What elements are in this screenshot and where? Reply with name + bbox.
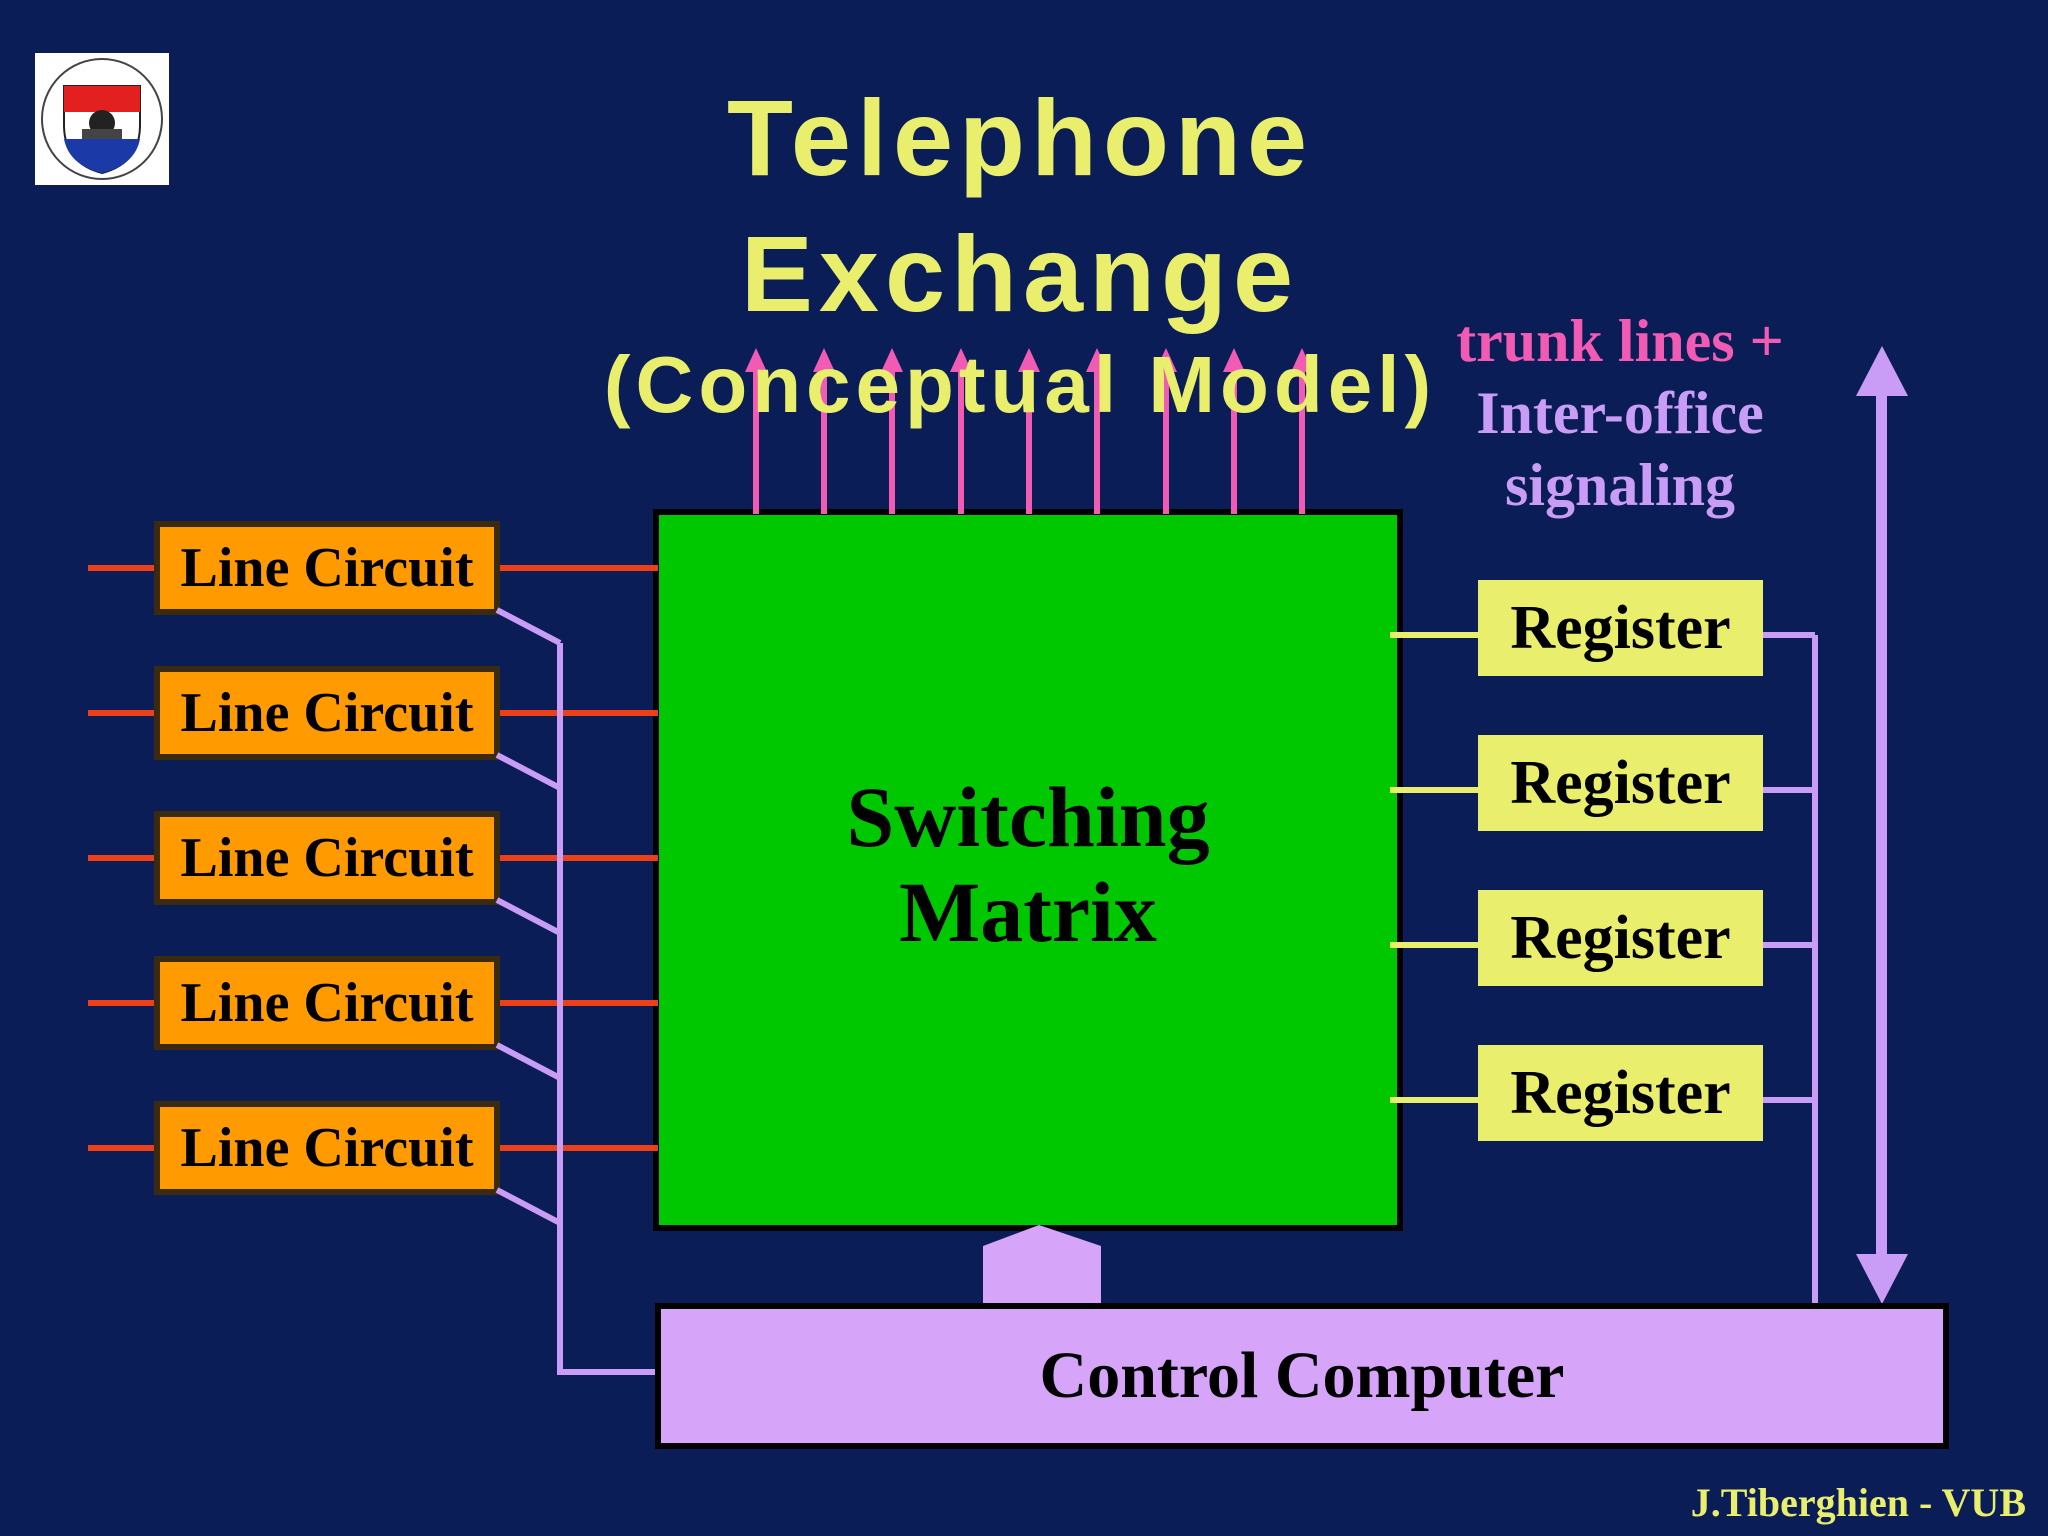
line-circuit-box — [154, 956, 500, 1050]
trunk-label-line3: signaling — [1504, 452, 1736, 518]
switching-matrix-line1: Switching — [846, 769, 1210, 865]
trunk-arrowhead — [1018, 348, 1040, 372]
line-circuit-label: Line Circuit — [180, 682, 474, 744]
signaling-arrowhead-down — [1856, 1254, 1908, 1304]
university-seal-icon — [41, 58, 163, 180]
register-boxes — [1478, 580, 1763, 1141]
trunk-arrowhead — [1291, 348, 1313, 372]
line-circuit-label: Line Circuit — [180, 1117, 474, 1179]
register-label: Register — [1510, 748, 1731, 817]
control-computer-label: Control Computer — [1039, 1339, 1565, 1412]
control-computer-box — [655, 1303, 1949, 1449]
switching-matrix-box — [653, 509, 1403, 1231]
control-bus-branch — [495, 607, 562, 646]
control-bus-branch — [495, 1187, 562, 1226]
register-links — [1390, 632, 1478, 1103]
line-circuit-box — [154, 1101, 500, 1195]
register-box — [1478, 580, 1763, 676]
trunk-arrowhead — [745, 348, 767, 372]
line-circuit-control-bus — [495, 607, 660, 1375]
line-circuit-label: Line Circuit — [180, 537, 474, 599]
signaling-arrow-shaft — [1876, 390, 1887, 1260]
trunk-arrowhead — [1223, 348, 1245, 372]
author-signature: J.Tiberghien - VUB — [1690, 1480, 2026, 1525]
control-bus-branch — [495, 897, 562, 936]
subtitle: (Conceptual Model) — [603, 340, 1437, 429]
line-circuit-box — [154, 666, 500, 760]
switching-matrix-label: Switching Matrix — [656, 770, 1400, 959]
register-label: Register — [1510, 593, 1731, 662]
trunk-label-line1: trunk lines + — [1456, 308, 1784, 374]
title-line-2: Exchange — [740, 213, 1300, 334]
trunk-arrowhead — [1155, 348, 1177, 372]
register-box — [1478, 1045, 1763, 1141]
line-circuit-box — [154, 521, 500, 615]
trunk-line-arrows — [745, 348, 1313, 514]
register-label: Register — [1510, 1058, 1731, 1127]
signaling-arrowhead-up — [1856, 346, 1908, 396]
university-logo — [35, 53, 169, 185]
trunk-arrowhead — [1086, 348, 1108, 372]
trunk-arrowhead — [881, 348, 903, 372]
trunk-arrowhead — [950, 348, 972, 372]
line-circuit-boxes — [154, 521, 500, 1195]
subscriber-lines — [88, 565, 658, 1151]
matrix-control-connector — [983, 1225, 1101, 1306]
control-bus-branch — [495, 1042, 562, 1081]
line-circuit-box — [154, 811, 500, 905]
trunk-label: trunk lines + Inter-office signaling — [1425, 305, 1815, 521]
title-line-1: Telephone — [726, 77, 1314, 198]
control-bus-spine — [557, 643, 660, 1375]
register-label: Register — [1510, 903, 1731, 972]
register-control-bus — [1763, 632, 1818, 1306]
register-box — [1478, 890, 1763, 986]
switching-matrix-line2: Matrix — [899, 863, 1157, 960]
trunk-label-line2: Inter-office — [1476, 380, 1764, 446]
control-bus-branch — [495, 752, 562, 791]
line-circuit-label: Line Circuit — [180, 827, 474, 889]
trunk-arrowhead — [813, 348, 835, 372]
line-circuit-label: Line Circuit — [180, 972, 474, 1034]
register-box — [1478, 735, 1763, 831]
signaling-double-arrow — [1856, 346, 1908, 1304]
